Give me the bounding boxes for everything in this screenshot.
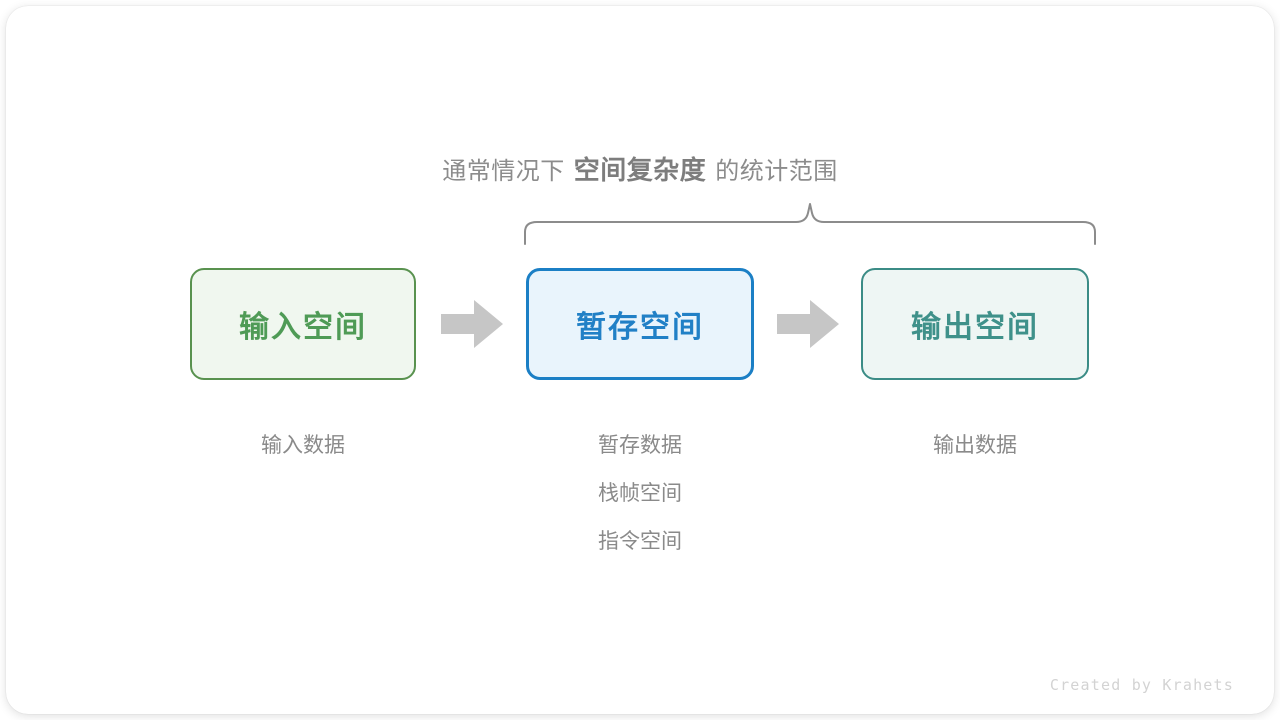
brace-bracket	[515, 196, 1105, 252]
caption-column-input: 输入数据	[190, 422, 416, 470]
caption-item: 栈帧空间	[598, 482, 682, 505]
box-temp-space-label: 暂存空间	[576, 311, 704, 344]
box-output-space-label: 输出空间	[911, 311, 1039, 344]
box-input-space-label: 输入空间	[239, 311, 367, 344]
caption-item: 暂存数据	[598, 434, 682, 457]
caption-column-output: 输出数据	[861, 422, 1089, 470]
caption-item: 指令空间	[598, 530, 682, 553]
flow-row: 输入空间 暂存空间 输出空间	[0, 268, 1280, 380]
box-temp-space[interactable]: 暂存空间	[526, 268, 754, 380]
title-prefix: 通常情况下	[442, 158, 565, 185]
caption-column-temp: 暂存数据 栈帧空间 指令空间	[526, 422, 754, 566]
page-title: 通常情况下空间复杂度的统计范围	[0, 150, 1280, 187]
box-output-space[interactable]: 输出空间	[861, 268, 1089, 380]
caption-item: 输入数据	[261, 434, 345, 457]
brace-icon	[524, 203, 1096, 245]
title-emphasis: 空间复杂度	[573, 155, 707, 185]
title-suffix: 的统计范围	[715, 158, 838, 185]
caption-item: 输出数据	[933, 434, 1017, 457]
credit-text: Created by Krahets	[1049, 676, 1234, 694]
arrow-right-icon-2	[777, 300, 839, 353]
box-input-space[interactable]: 输入空间	[190, 268, 416, 380]
arrow-right-icon-1	[441, 300, 503, 353]
